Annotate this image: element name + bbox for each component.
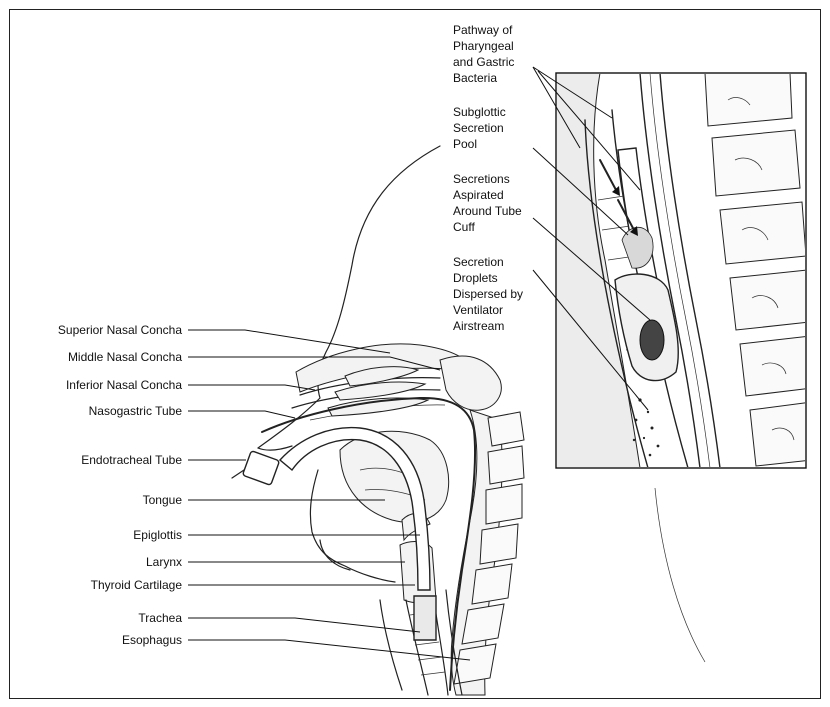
- inset-panel: [556, 73, 812, 468]
- label-secretion-droplets: Secretion Droplets Dispersed by Ventilat…: [453, 255, 526, 333]
- label-thyroid-cartilage: Thyroid Cartilage: [91, 578, 183, 592]
- label-tongue: Tongue: [143, 493, 183, 507]
- left-labels: Superior Nasal Concha Middle Nasal Conch…: [58, 323, 182, 647]
- label-nasogastric-tube: Nasogastric Tube: [89, 404, 183, 418]
- label-inferior-nasal-concha: Inferior Nasal Concha: [66, 378, 182, 392]
- label-epiglottis: Epiglottis: [133, 528, 182, 542]
- label-trachea: Trachea: [138, 611, 182, 625]
- label-bacteria-pathway: Pathway of Pharyngeal and Gastric Bacter…: [453, 23, 518, 85]
- inset-labels: Pathway of Pharyngeal and Gastric Bacter…: [453, 23, 526, 333]
- label-middle-nasal-concha: Middle Nasal Concha: [68, 350, 182, 364]
- label-aspirated-secretions: Secretions Aspirated Around Tube Cuff: [453, 172, 525, 234]
- label-subglottic-pool: Subglottic Secretion Pool: [453, 105, 509, 151]
- label-superior-nasal-concha: Superior Nasal Concha: [58, 323, 182, 337]
- label-endotracheal-tube: Endotracheal Tube: [81, 453, 182, 467]
- label-larynx: Larynx: [146, 555, 182, 569]
- label-esophagus: Esophagus: [122, 633, 182, 647]
